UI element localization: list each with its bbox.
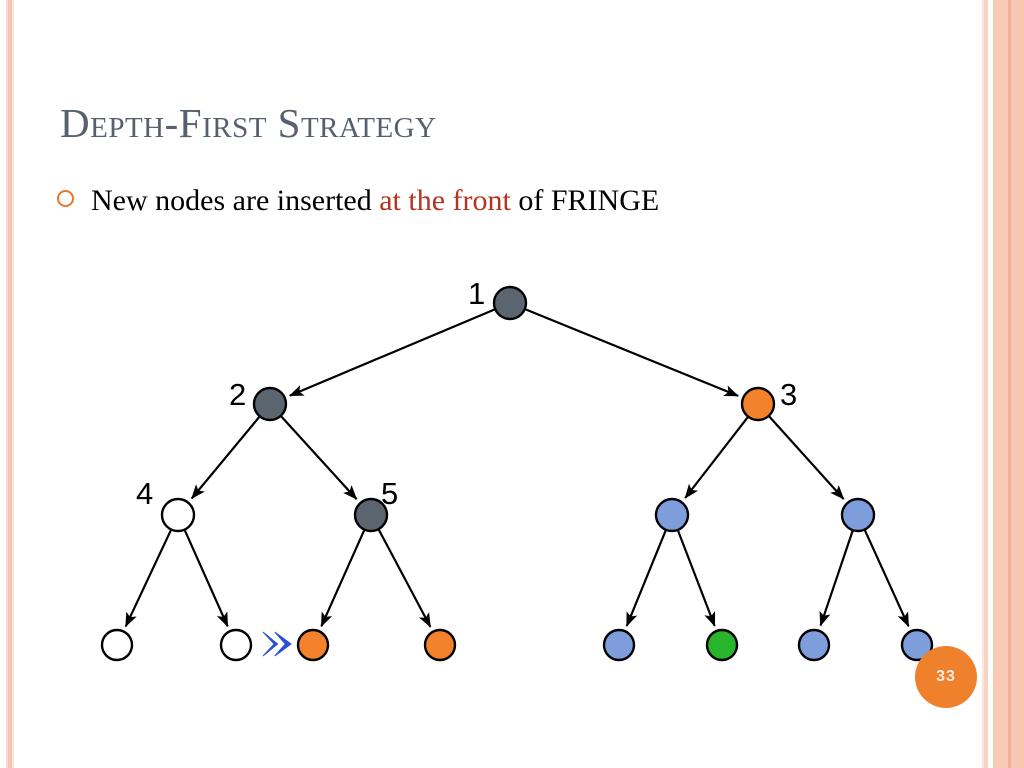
tree-edge-n7-n14: [819, 530, 854, 627]
tree-node-n15[interactable]: [900, 628, 934, 662]
tree-edge-n4-n8: [124, 529, 172, 628]
tree-edge-n2-n5: [280, 415, 358, 500]
bullet-item-text: New nodes are inserted at the front of F…: [91, 186, 659, 216]
tree-edge-n3-n7: [768, 415, 845, 500]
tree-node-n4[interactable]: [160, 497, 196, 533]
tree-node-n5[interactable]: [353, 497, 389, 533]
tree-edge-group: [124, 308, 910, 628]
tree-edge-n7-n15: [863, 529, 910, 628]
page-number-badge: 33: [915, 646, 977, 708]
tree-node-label-n1: 1: [468, 276, 486, 311]
fringe-pointer-chevron-icon: [262, 631, 292, 657]
page-title: Depth-First Strategy: [60, 100, 437, 146]
tree-edge-n5-n10: [320, 529, 366, 628]
tree-node-n6[interactable]: [654, 497, 690, 533]
tree-node-group: [100, 285, 934, 662]
tree-edge-n2-n4: [190, 416, 261, 500]
fringe-pointer-chevron: [262, 631, 292, 657]
circle-bullet-icon: [57, 190, 74, 207]
tree-edge-n4-n9: [183, 529, 229, 628]
tree-node-n3[interactable]: [740, 386, 776, 422]
tree-node-n2[interactable]: [252, 386, 288, 422]
tree-node-n1[interactable]: [492, 285, 528, 321]
tree-node-label-n4: 4: [136, 476, 154, 511]
tree-node-n12[interactable]: [602, 628, 636, 662]
tree-edge-n1-n3: [524, 308, 739, 397]
tree-node-n14[interactable]: [797, 628, 831, 662]
tree-edge-n6-n13: [676, 530, 716, 627]
tree-edge-n5-n11: [377, 529, 432, 628]
tree-edge-n6-n12: [625, 529, 667, 627]
tree-node-n8[interactable]: [100, 628, 134, 662]
bullet-text-after: of FRINGE: [510, 184, 660, 217]
tree-node-n10[interactable]: [296, 628, 330, 662]
tree-node-label-n5: 5: [381, 476, 399, 511]
tree-node-n11[interactable]: [423, 628, 457, 662]
bullet-list-item: New nodes are inserted at the front of F…: [57, 186, 659, 216]
tree-node-label-n3: 3: [780, 377, 798, 412]
tree-node-label-n2: 2: [229, 377, 247, 412]
tree-node-n7[interactable]: [840, 497, 876, 533]
page-number-text: 33: [936, 668, 956, 685]
tree-edge-n3-n6: [684, 416, 749, 499]
tree-node-n9[interactable]: [219, 628, 253, 662]
tree-edge-n1-n2: [289, 308, 496, 397]
bullet-text-before: New nodes are inserted: [91, 184, 380, 217]
tree-node-n13[interactable]: [705, 628, 739, 662]
bullet-text-highlight: at the front: [379, 184, 511, 217]
